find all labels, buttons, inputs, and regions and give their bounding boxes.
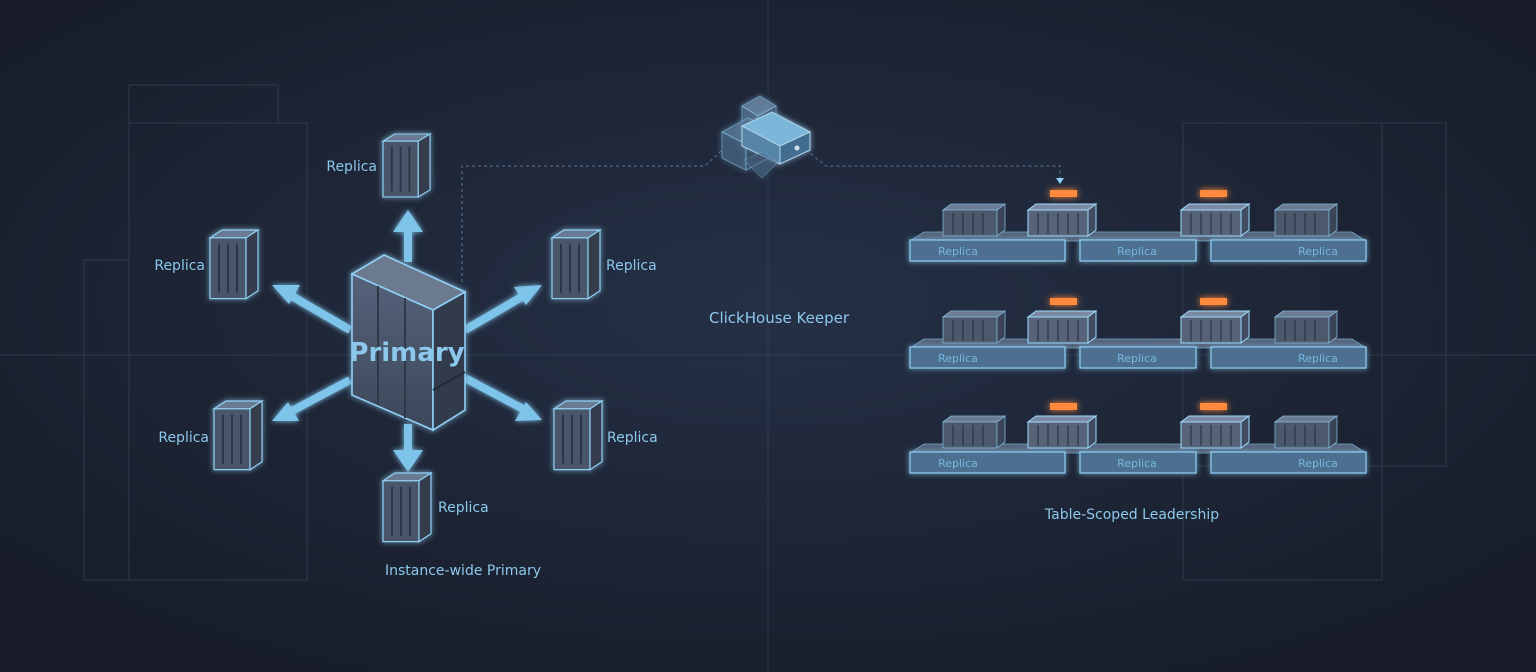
tray-label: Replica — [938, 457, 978, 470]
instance-wide-primary-caption: Instance-wide Primary — [385, 563, 541, 579]
leader-indicator — [1200, 190, 1227, 197]
replica-server[interactable] — [213, 400, 263, 471]
replica-label: Replica — [606, 258, 657, 274]
replica-label: Replica — [607, 430, 658, 446]
leader-indicator — [1200, 403, 1227, 410]
keeper-cluster-icon[interactable] — [721, 95, 812, 179]
replica-tray[interactable] — [1210, 346, 1367, 369]
table-scoped-leadership-caption: Table-Scoped Leadership — [1044, 507, 1219, 523]
tray-label: Replica — [938, 352, 978, 365]
clickhouse-keeper-section: ClickHouse Keeper — [461, 95, 1064, 327]
clickhouse-keeper-label: ClickHouse Keeper — [709, 309, 850, 327]
replica-server[interactable] — [942, 415, 1006, 449]
replica-server[interactable] — [382, 133, 432, 198]
primary-server[interactable] — [350, 254, 467, 432]
leader-server[interactable] — [1180, 310, 1250, 344]
keeper-connection-lines — [461, 149, 1061, 282]
keeper-link-arrow-icon — [1056, 178, 1064, 184]
replica-server[interactable] — [553, 400, 603, 471]
replica-tray[interactable] — [1210, 451, 1367, 474]
leader-server[interactable] — [1180, 415, 1250, 449]
replica-tray[interactable] — [909, 451, 1066, 474]
leader-indicator — [1050, 403, 1077, 410]
replica-tray[interactable] — [909, 239, 1066, 262]
leader-server[interactable] — [1180, 203, 1250, 237]
replica-server[interactable] — [382, 472, 432, 543]
tray-label: Replica — [1298, 457, 1338, 470]
instance-wide-primary-section: Primary Replica Replica Replica Replica … — [154, 133, 658, 579]
replica-tray[interactable] — [1079, 239, 1197, 262]
leader-indicator — [1050, 298, 1077, 305]
tray-label: Replica — [1298, 352, 1338, 365]
replica-tray[interactable] — [1210, 239, 1367, 262]
primary-label: Primary — [349, 338, 464, 368]
table-row-2: Replica Replica Replica — [908, 298, 1368, 369]
table-scoped-leadership-section: Replica Replica Replica Replica Replica … — [908, 190, 1368, 523]
table-row-1: Replica Replica Replica — [908, 190, 1368, 262]
tray-label: Replica — [938, 245, 978, 258]
replica-label: Replica — [158, 430, 209, 446]
replica-server[interactable] — [1274, 203, 1338, 237]
tray-label: Replica — [1117, 352, 1157, 365]
replica-server[interactable] — [1274, 310, 1338, 344]
leader-indicator — [1200, 298, 1227, 305]
replica-label: Replica — [438, 500, 489, 516]
tray-label: Replica — [1117, 245, 1157, 258]
replication-arrows — [272, 210, 542, 472]
replica-label: Replica — [154, 258, 205, 274]
tray-label: Replica — [1117, 457, 1157, 470]
leader-indicator — [1050, 190, 1077, 197]
replica-server[interactable] — [209, 229, 259, 300]
table-row-3: Replica Replica Replica — [908, 403, 1368, 474]
replica-tray[interactable] — [909, 346, 1066, 369]
replica-server[interactable] — [1274, 415, 1338, 449]
leader-server[interactable] — [1027, 415, 1097, 449]
leader-server[interactable] — [1027, 203, 1097, 237]
replica-tray[interactable] — [1079, 451, 1197, 474]
replica-server[interactable] — [942, 203, 1006, 237]
replica-server[interactable] — [942, 310, 1006, 344]
leader-server[interactable] — [1027, 310, 1097, 344]
replica-tray[interactable] — [1079, 346, 1197, 369]
replica-server[interactable] — [551, 229, 601, 300]
replica-label: Replica — [326, 159, 377, 175]
tray-label: Replica — [1298, 245, 1338, 258]
